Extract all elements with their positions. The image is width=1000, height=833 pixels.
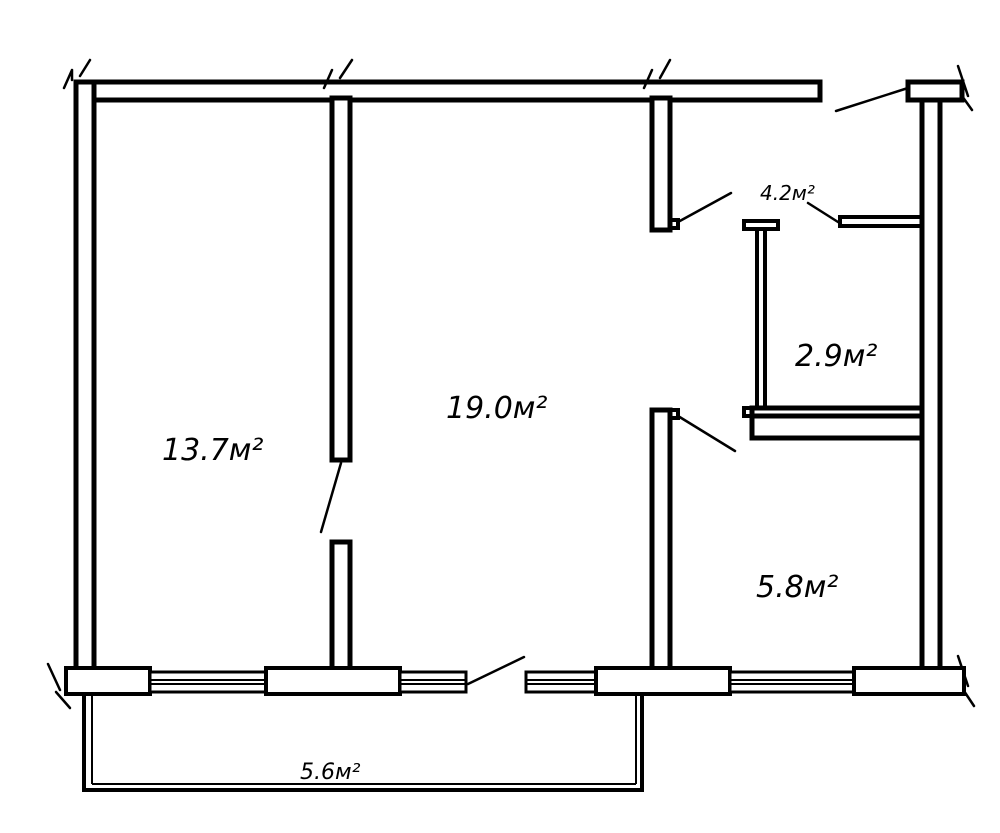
area-label-balcony: 5.6м² xyxy=(300,760,361,785)
area-label-left-room: 13.7м² xyxy=(162,433,263,468)
door-left-room xyxy=(319,461,343,534)
door-entry xyxy=(834,86,910,113)
area-label-main-room: 19.0м² xyxy=(446,391,547,426)
area-label-bath: 2.9м² xyxy=(795,339,877,374)
bottom-exterior-wall xyxy=(64,666,966,696)
door-corridor xyxy=(676,191,733,224)
top-exterior-wall xyxy=(62,58,823,103)
door-bath xyxy=(806,201,840,224)
door-balcony xyxy=(466,655,526,686)
balcony-outline xyxy=(82,694,644,792)
partition-right-upper xyxy=(649,95,680,233)
partition-left xyxy=(329,95,353,675)
area-label-corridor: 4.2м² xyxy=(760,181,815,205)
partition-right-lower xyxy=(649,407,680,675)
door-kitchen xyxy=(676,414,737,453)
bathroom-walls xyxy=(742,215,925,441)
area-label-kitchen: 5.8м² xyxy=(756,570,838,605)
right-exterior-wall xyxy=(905,64,976,708)
left-exterior-wall xyxy=(46,79,97,710)
